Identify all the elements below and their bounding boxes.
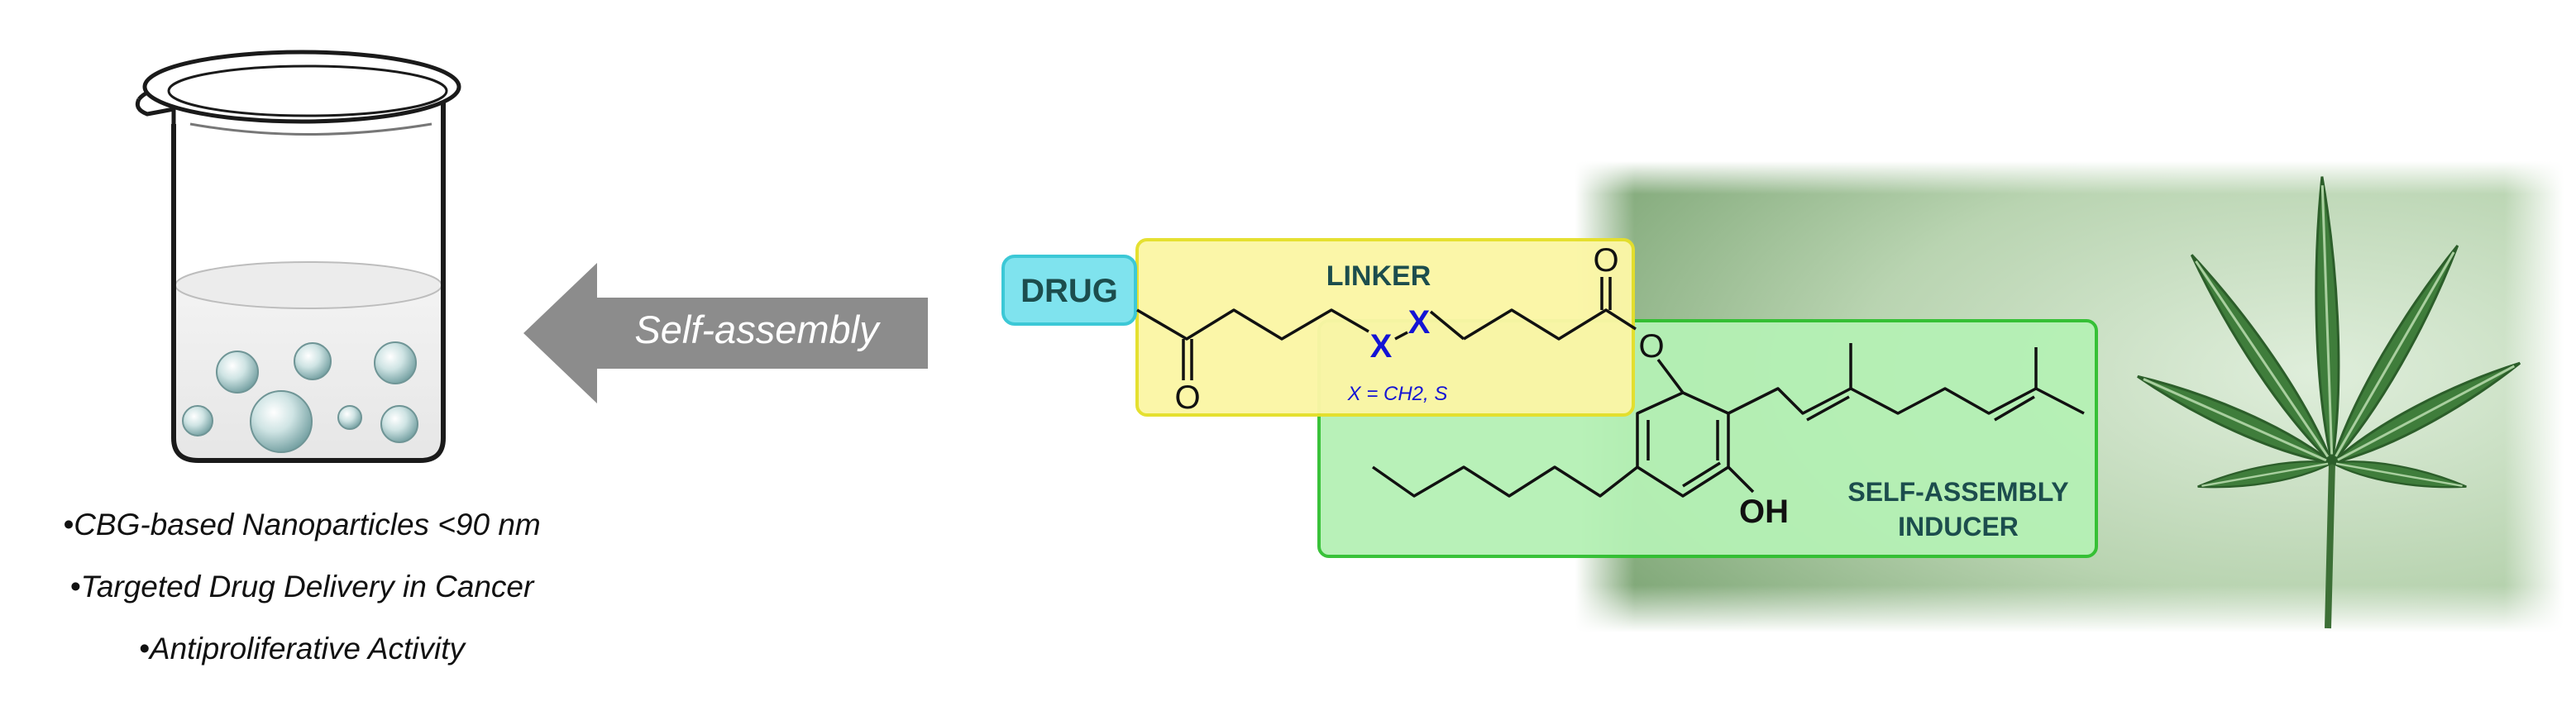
cannabis-leaf-icon [2132,174,2526,629]
drug-label: DRUG [1020,273,1118,309]
self-assembly-arrow: Self-assembly [523,263,928,403]
feature-list: •CBG-based Nanoparticles <90 nm •Targete… [0,508,604,694]
linker-note: X = CH2, S [1347,383,1448,405]
drug-box [1001,255,1137,326]
inducer-label-line2: INDUCER [1898,512,2019,541]
arrow-label: Self-assembly [634,308,881,351]
conjugate-molecule [1136,277,2085,498]
feature-item: •CBG-based Nanoparticles <90 nm [63,508,541,541]
ester-oxygen: O [1638,328,1664,365]
hydroxyl-label: OH [1739,494,1789,530]
ester-carbonyl-oxygen: O [1593,242,1618,279]
inducer-label-line1: SELF-ASSEMBLY [1847,477,2068,507]
feature-item: •Antiproliferative Activity [138,632,466,665]
linker-label: LINKER [1326,260,1431,292]
nanoparticle-icon [182,341,418,453]
feature-item: •Targeted Drug Delivery in Cancer [69,570,534,603]
linker-atom-x1: X [1370,328,1393,365]
beaker-icon [135,50,461,463]
ketone-oxygen: O [1174,379,1200,416]
linker-atom-x2: X [1408,304,1431,341]
